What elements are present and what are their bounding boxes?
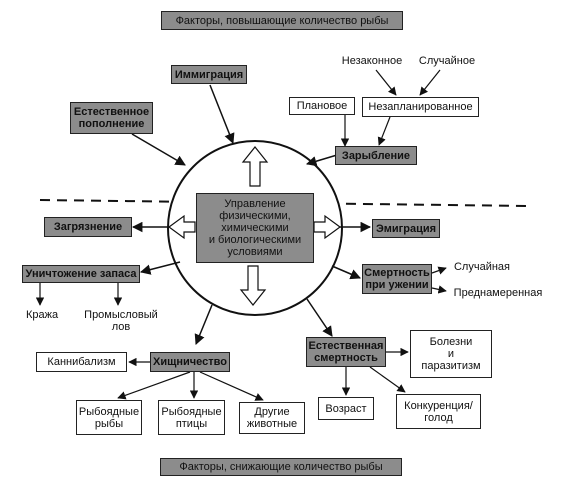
node-fish-eating-birds: Рыбоядные птицы <box>158 400 225 435</box>
node-diseases-parasites: Болезни и паразитизм <box>410 330 492 378</box>
arrow-stock-destruction <box>139 261 181 275</box>
node-predation: Хищничество <box>150 352 230 372</box>
arrow-accidental <box>419 69 441 96</box>
node-cannibalism: Каннибализм <box>36 352 127 372</box>
node-fishing-mortality: Смертность при ужении <box>362 264 432 294</box>
center-box: Управление физическими, химическими и би… <box>196 193 314 263</box>
arrow-competition <box>369 366 406 393</box>
arrow-unplanned <box>377 116 391 146</box>
node-commercial-fishing: Промысловый лов <box>84 309 158 333</box>
node-accidental: Случайное <box>418 55 476 67</box>
node-mortality-accidental: Случайная <box>453 261 510 273</box>
arrow-predation <box>194 304 213 345</box>
arrow-fishing-mortality <box>331 265 361 280</box>
title-bottom: Факторы, снижающие количество рыбы <box>160 458 402 476</box>
node-natural-recruitment: Естественное пополнение <box>70 102 153 134</box>
node-fish-eating-fish: Рыбоядные рыбы <box>76 400 142 435</box>
arrow-recruitment <box>131 133 186 166</box>
node-stocking: Зарыбление <box>335 146 417 165</box>
node-theft: Кража <box>25 309 59 321</box>
node-illegal: Незаконное <box>341 55 403 67</box>
node-emigration: Эмиграция <box>372 219 440 238</box>
title-top: Факторы, повышающие количество рыбы <box>161 11 403 30</box>
arrow-illegal <box>375 69 397 96</box>
hollow-arrow-down <box>239 265 267 306</box>
node-other-animals: Другие животные <box>239 402 305 434</box>
node-planned: Плановое <box>289 97 355 115</box>
hollow-arrow-up <box>241 146 269 187</box>
node-immigration: Иммиграция <box>171 65 247 84</box>
arrow-fish-eating-fish <box>117 371 191 400</box>
node-stock-destruction: Уничтожение запаса <box>22 265 140 283</box>
node-competition-hunger: Конкуренция/ голод <box>396 394 481 429</box>
node-mortality-intentional: Преднамеренная <box>453 287 543 299</box>
arrow-mortality-intentional <box>431 285 447 294</box>
arrow-stocking <box>305 154 338 167</box>
node-natural-mortality: Естественная смертность <box>306 337 386 367</box>
hollow-arrow-left <box>167 214 196 240</box>
arrow-immigration <box>209 84 235 144</box>
arrow-mortality-accidental <box>431 266 447 275</box>
node-pollution: Загрязнение <box>44 217 132 237</box>
node-age: Возраст <box>318 397 374 420</box>
hollow-arrow-right <box>313 214 342 240</box>
arrow-natural-mortality <box>306 298 333 337</box>
node-unplanned: Незапланированное <box>362 97 479 117</box>
arrow-other-animals <box>199 371 264 401</box>
